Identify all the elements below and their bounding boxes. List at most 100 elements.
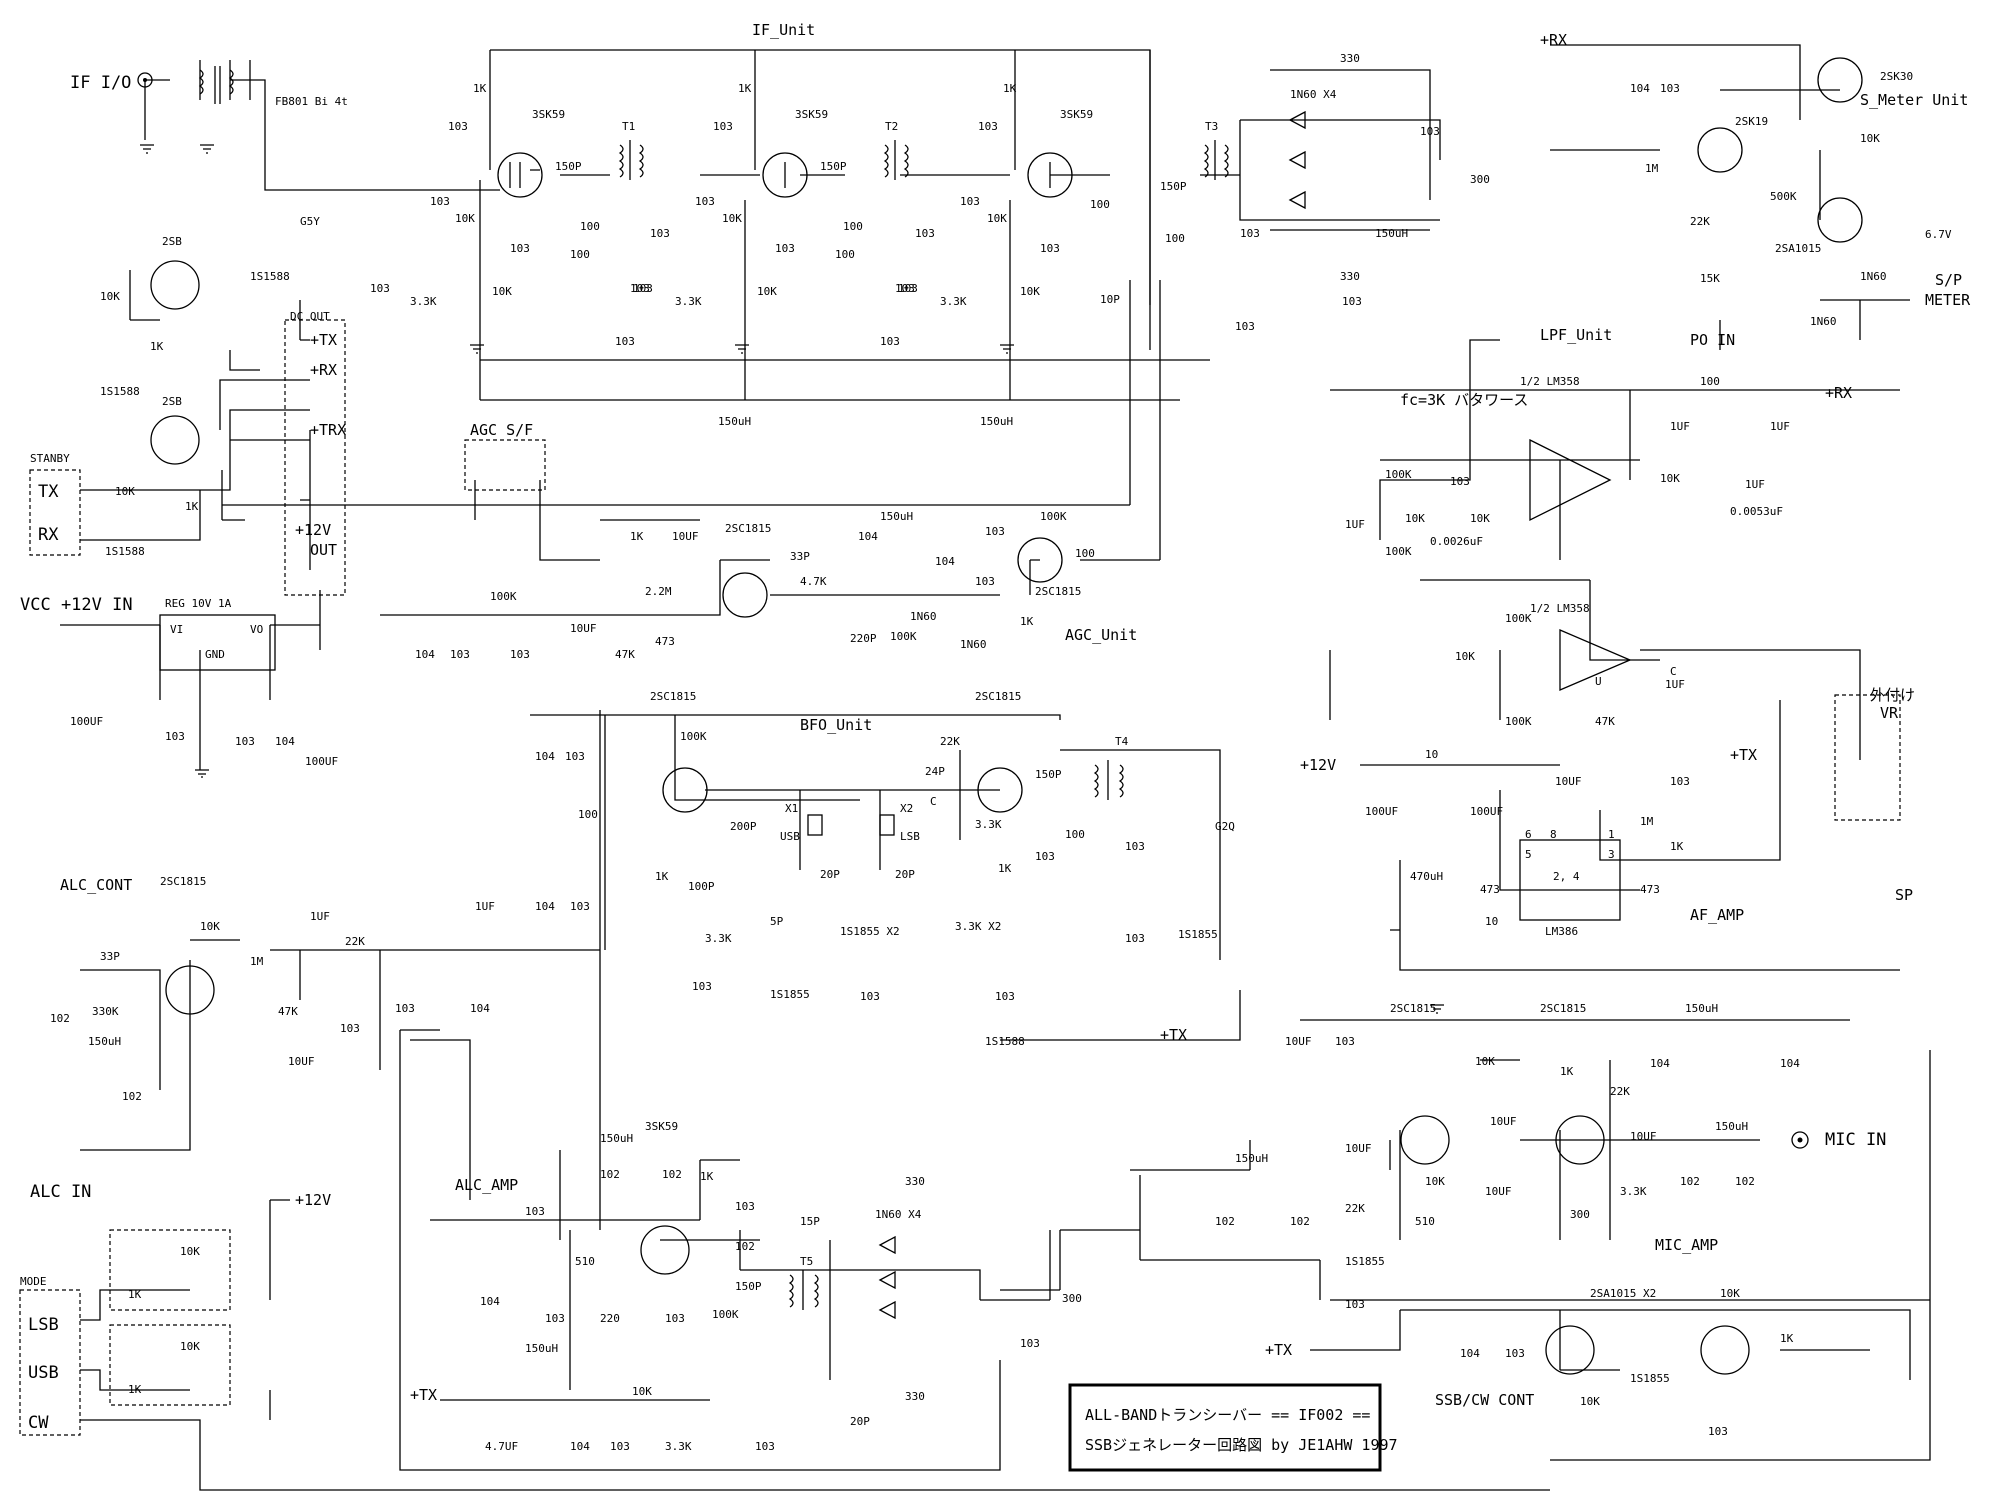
lbl-3sk59-alc: 3SK59 — [645, 1120, 678, 1133]
lbl-1n60x4-a: 1N60 X4 — [1290, 88, 1337, 101]
port-12v-af: +12V — [1300, 756, 1336, 774]
mode-transistor-box-2 — [109, 1324, 231, 1406]
lbl-0026: 0.0026uF — [1430, 535, 1483, 548]
lbl-lm358-b: 1/2 LM358 — [1530, 602, 1590, 615]
lbl-lsb-x: LSB — [900, 830, 920, 843]
lbl-1s1855-ssb: 1S1855 — [1630, 1372, 1670, 1385]
lbl-33k-a: 3.3K — [665, 1440, 692, 1453]
lbl-102-m3: 102 — [1680, 1175, 1700, 1188]
lbl-fb801: FB801 Bi 4t — [275, 95, 348, 108]
lbl-t1: T1 — [622, 120, 635, 133]
lbl-1s1588-a: 1S1588 — [250, 270, 290, 283]
lbl-1s1588-c: 1S1588 — [105, 545, 145, 558]
lbl-10k-b: 10K — [115, 485, 135, 498]
lbl-2sb-b: 2SB — [162, 395, 182, 408]
lbl-220p: 220P — [850, 632, 877, 645]
section-stanby: STANBY — [30, 452, 70, 465]
lbl-103-s3: 103 — [1040, 242, 1060, 255]
lbl-2sb-a: 2SB — [162, 235, 182, 248]
fet-q2 — [762, 152, 808, 198]
lbl-1s1588-b: 1S1588 — [100, 385, 140, 398]
lbl-1n60-agc1: 1N60 — [910, 610, 937, 623]
transformer-t2 — [883, 140, 909, 180]
dc-out-box — [284, 319, 346, 596]
transistor-agc1 — [722, 572, 768, 618]
lbl-1uf-alc: 1UF — [310, 910, 330, 923]
lbl-100uf-af1: 100UF — [1365, 805, 1398, 818]
lbl-150p-a: 150P — [735, 1280, 762, 1293]
lbl-10k-m1: 10K — [1475, 1055, 1495, 1068]
lbl-10uf-alc: 10UF — [288, 1055, 315, 1068]
lbl-1k-mode2: 1K — [128, 1383, 142, 1396]
lbl-150p-2: 150P — [820, 160, 847, 173]
transistor-mic2 — [1555, 1115, 1605, 1165]
lbl-100-t2: 100 — [843, 220, 863, 233]
lbl-lm358-a: 1/2 LM358 — [1520, 375, 1580, 388]
lbl-150uh-alc: 150uH — [88, 1035, 121, 1048]
lbl-1k-bfo: 1K — [655, 870, 669, 883]
lbl-2sc1815-bfo1: 2SC1815 — [650, 690, 696, 703]
lbl-1k-q1: 1K — [473, 82, 487, 95]
lbl-47k-l: 47K — [1595, 715, 1615, 728]
lbl-103-t2b: 103 — [895, 282, 915, 295]
lbl-103-bfo3: 103 — [1125, 840, 1145, 853]
lbl-22k-m2: 22K — [1345, 1202, 1365, 1215]
lbl-1k-mode1: 1K — [128, 1288, 142, 1301]
lbl-c: C — [1670, 665, 1677, 678]
transformer-t1 — [618, 140, 644, 180]
lbl-150uh-m1: 150uH — [1685, 1002, 1718, 1015]
lbl-1s1855-m: 1S1855 — [1345, 1255, 1385, 1268]
lbl-1s1588-d: 1S1588 — [985, 1035, 1025, 1048]
lbl-103-bfo6: 103 — [860, 990, 880, 1003]
lbl-47k-agc: 4.7K — [800, 575, 827, 588]
lbl-103-m1: 103 — [1335, 1035, 1355, 1048]
lbl-p5: 5 — [1525, 848, 1532, 861]
lbl-10uf-m3: 10UF — [1345, 1142, 1372, 1155]
port-rx: RX — [38, 525, 59, 545]
lbl-33kx2: 3.3K X2 — [955, 920, 1001, 933]
lbl-1uf-lpf4: 1UF — [1745, 478, 1765, 491]
lbl-104-a2: 104 — [570, 1440, 590, 1453]
lbl-10uf-m2: 10UF — [1490, 1115, 1517, 1128]
port-usb: USB — [28, 1363, 59, 1383]
lbl-2sc1815-agc1: 2SC1815 — [725, 522, 771, 535]
transistor-ssb1 — [1545, 1325, 1595, 1375]
lbl-470uf: 470uH — [1410, 870, 1443, 883]
ext-vr-box — [1834, 694, 1901, 821]
lbl-33k-m: 3.3K — [1620, 1185, 1647, 1198]
mixer-diodes-tx — [878, 1235, 896, 1320]
lbl-100-agc: 100 — [1075, 547, 1095, 560]
lbl-1k-bfo2: 1K — [998, 862, 1012, 875]
lbl-t5: T5 — [800, 1255, 813, 1268]
lbl-104-alc: 104 — [470, 1002, 490, 1015]
lbl-1k-agc: 1K — [630, 530, 644, 543]
lbl-2sa1015: 2SA1015 — [1775, 242, 1821, 255]
if-io-connector — [137, 72, 153, 88]
transformer-t3 — [1203, 140, 1229, 180]
lbl-c-bfo: C — [930, 795, 937, 808]
lbl-q2: 3SK59 — [795, 108, 828, 121]
section-bfo: BFO_Unit — [800, 716, 872, 734]
lbl-p3: 3 — [1608, 848, 1615, 861]
lbl-104-m2: 104 — [1780, 1057, 1800, 1070]
lbl-1855x2: 1S1855 X2 — [840, 925, 900, 938]
section-mic-amp: MIC_AMP — [1655, 1236, 1718, 1254]
lbl-5p: 5P — [770, 915, 784, 928]
fet-2sk19 — [1697, 127, 1743, 173]
lbl-100-bfo: 100 — [578, 808, 598, 821]
lbl-10uf-m1: 10UF — [1285, 1035, 1312, 1048]
lbl-103-t3: 103 — [1240, 227, 1260, 240]
lbl-103-bfo8: 103 — [570, 900, 590, 913]
lbl-x1: X1 — [785, 802, 798, 815]
crystal-x1 — [807, 814, 823, 836]
lbl-103-t1: 103 — [650, 227, 670, 240]
section-agc-sf: AGC S/F — [470, 421, 533, 439]
lbl-103-in: 103 — [430, 195, 450, 208]
port-dc-tx: +TX — [310, 331, 337, 349]
lbl-150uh-alcamp: 150uH — [600, 1132, 633, 1145]
lbl-u: U — [1595, 675, 1602, 688]
lbl-330-b: 330 — [1340, 270, 1360, 283]
lbl-22m: 2.2M — [645, 585, 672, 598]
lbl-10k-a: 10K — [100, 290, 120, 303]
